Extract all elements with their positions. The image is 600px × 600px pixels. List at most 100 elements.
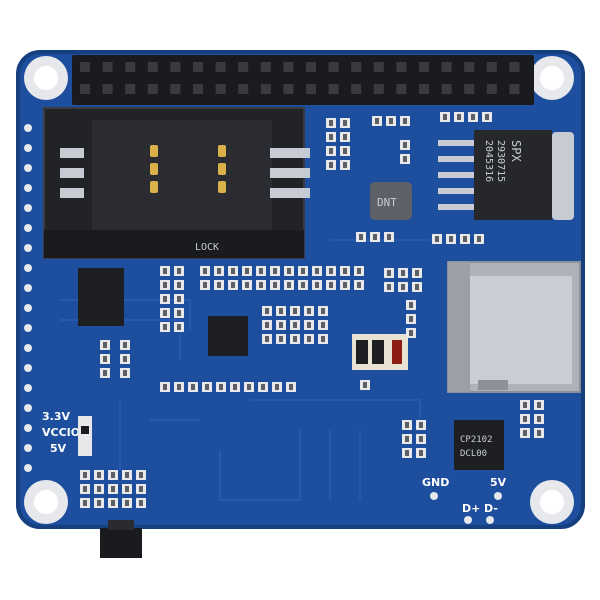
qfn-chip-icon [208, 316, 248, 356]
label-vccio: VCCIO [42, 426, 80, 439]
smd-body [329, 120, 333, 126]
label-3v3: 3.3V [42, 410, 70, 423]
gpio-pin [373, 62, 384, 72]
smd-body [343, 282, 347, 288]
smd-body [387, 270, 391, 276]
smd-body [387, 284, 391, 290]
mounting-hole-icon [530, 56, 574, 100]
gpio-pin [80, 84, 90, 94]
smd-body [265, 322, 269, 328]
smd-body [287, 282, 291, 288]
smd-body [177, 310, 181, 316]
smd-body [523, 402, 527, 408]
gpio-pin [373, 84, 384, 94]
smd-body [301, 268, 305, 274]
smd-body [163, 324, 167, 330]
gpio-pin [193, 84, 203, 94]
gpio-pin [306, 62, 316, 72]
smd-body [279, 308, 283, 314]
smd-body [405, 436, 409, 442]
gpio-pin [396, 84, 407, 94]
regulator-marking-2: 2930715 [495, 140, 506, 182]
gpio-pin [464, 62, 475, 72]
usb-test-pads [430, 492, 502, 524]
gpio-pin [486, 84, 497, 94]
gpio-pin [306, 84, 316, 94]
gpio-pin [328, 62, 339, 72]
usb-chip-marking-2: DCL00 [460, 449, 487, 459]
smd-body [419, 422, 423, 428]
edge-pad [24, 344, 32, 352]
edge-pad [24, 284, 32, 292]
sim-lock-label: LOCK [195, 242, 219, 253]
smd-body [177, 384, 181, 390]
gpio-pin [102, 62, 113, 72]
edge-pad [24, 224, 32, 232]
gpio-pin [396, 62, 407, 72]
smd-body [123, 356, 127, 362]
voltage-jumper-pad [81, 426, 89, 434]
gpio-pin [215, 84, 226, 94]
gpio-pin [260, 84, 271, 94]
smd-body [419, 450, 423, 456]
smd-body [273, 282, 277, 288]
smd-body [163, 296, 167, 302]
sim-card-slot-icon: LOCK [43, 107, 310, 259]
smd-body [83, 486, 87, 492]
smd-body [329, 148, 333, 154]
smd-body [401, 284, 405, 290]
smd-body [217, 282, 221, 288]
smd-body [123, 342, 127, 348]
smd-body [203, 282, 207, 288]
headphone-jack-icon [100, 520, 142, 558]
smd-body [307, 308, 311, 314]
gpio-pin [509, 84, 520, 94]
gpio-pin [283, 84, 294, 94]
edge-pad [24, 404, 32, 412]
capacitor-block [352, 334, 408, 370]
smd-body [443, 114, 447, 120]
smd-body [457, 114, 461, 120]
smd-body [329, 134, 333, 140]
smd-body [231, 282, 235, 288]
smd-body [279, 336, 283, 342]
smd-body [97, 486, 101, 492]
smd-body [329, 282, 333, 288]
gpio-pin [125, 62, 136, 72]
gpio-pin [486, 62, 497, 72]
gpio-pin [260, 62, 271, 72]
smd-body [279, 322, 283, 328]
smd-body [293, 336, 297, 342]
gpio-pin [283, 62, 294, 72]
regulator-marking-1: SPX [509, 140, 523, 162]
smd-body [415, 270, 419, 276]
smd-body [247, 384, 251, 390]
edge-pad [24, 424, 32, 432]
gpio-pin [441, 84, 452, 94]
smd-body [259, 268, 263, 274]
smd-body [97, 500, 101, 506]
gpio-pin [147, 62, 158, 72]
smd-body [387, 234, 391, 240]
smd-body [163, 310, 167, 316]
gpio-pin [328, 84, 339, 94]
smd-body [315, 268, 319, 274]
smd-body [537, 416, 541, 422]
gpio-pin [419, 62, 429, 72]
smd-body [403, 142, 407, 148]
mounting-hole-icon [530, 480, 574, 524]
edge-pad [24, 464, 32, 472]
smd-body [403, 156, 407, 162]
smd-body [409, 316, 413, 322]
smd-body [287, 268, 291, 274]
smd-body [103, 370, 107, 376]
smd-body [273, 268, 277, 274]
smd-body [177, 268, 181, 274]
smd-body [401, 270, 405, 276]
smd-body [537, 430, 541, 436]
smd-body [163, 282, 167, 288]
smd-body [217, 268, 221, 274]
edge-pad [24, 304, 32, 312]
gpio-pin [170, 84, 181, 94]
